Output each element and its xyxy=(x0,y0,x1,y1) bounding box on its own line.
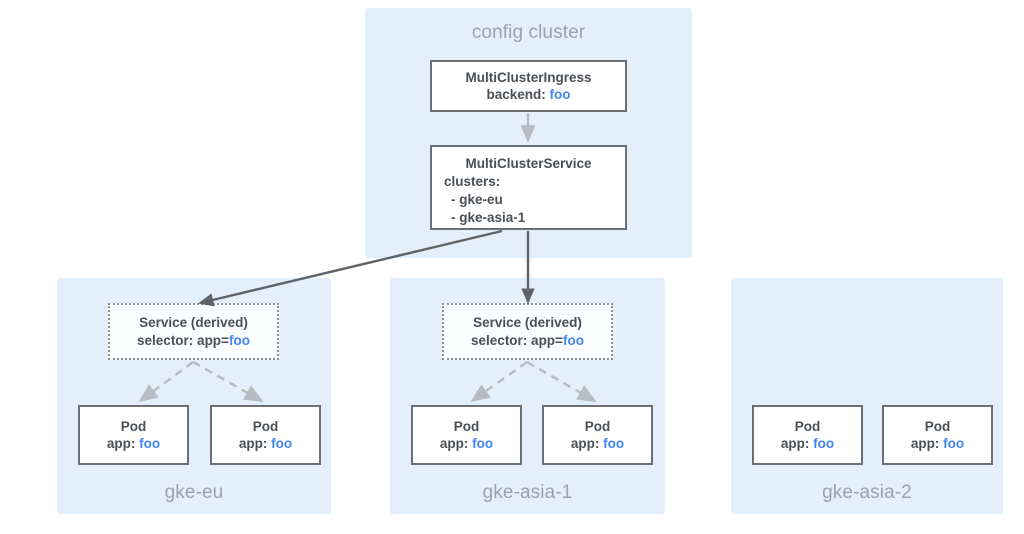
pod-app-key: app: xyxy=(238,436,272,451)
pod-box-gke-eu-1[interactable]: Pod app: foo xyxy=(210,405,321,465)
pod-app-value: foo xyxy=(603,436,625,451)
service-selector-value-gke-eu: foo xyxy=(228,332,250,348)
pod-box-gke-asia-2-1[interactable]: Pod app: foo xyxy=(882,405,993,465)
mcs-clusters-key: clusters: xyxy=(444,174,501,189)
mci-backend-line: backend: foo xyxy=(486,86,570,103)
pod-app-line: app: foo xyxy=(107,435,160,452)
derived-service-box-gke-asia-1[interactable]: Service (derived) selector: app=foo xyxy=(442,303,613,360)
mci-backend-key: backend: xyxy=(486,87,550,102)
pod-app-line: app: foo xyxy=(911,435,964,452)
service-kind-label-gke-asia-1: Service (derived) xyxy=(473,314,582,330)
pod-app-value: foo xyxy=(813,436,835,451)
service-kind-label-gke-eu: Service (derived) xyxy=(139,314,248,330)
pod-app-value: foo xyxy=(472,436,494,451)
pod-kind-label: Pod xyxy=(252,419,279,434)
pod-app-line: app: foo xyxy=(440,435,493,452)
panel-title-gke-asia-2: gke-asia-2 xyxy=(822,482,912,503)
pod-app-value: foo xyxy=(139,436,161,451)
pod-box-gke-asia-1-1[interactable]: Pod app: foo xyxy=(542,405,653,465)
mcs-kind-label: MultiClusterService xyxy=(465,156,592,171)
pod-app-key: app: xyxy=(570,436,604,451)
derived-service-box-gke-eu[interactable]: Service (derived) selector: app=foo xyxy=(108,303,279,360)
pod-kind-label: Pod xyxy=(794,419,821,434)
pod-app-key: app: xyxy=(439,436,473,451)
pod-app-line: app: foo xyxy=(781,435,834,452)
pod-kind-label: Pod xyxy=(120,419,147,434)
pod-app-line: app: foo xyxy=(239,435,292,452)
pod-box-gke-asia-1-0[interactable]: Pod app: foo xyxy=(411,405,522,465)
pod-box-gke-asia-2-0[interactable]: Pod app: foo xyxy=(752,405,863,465)
multiclusterservice-box[interactable]: MultiClusterService clusters: - gke-eu -… xyxy=(430,145,627,230)
panel-cluster-gke-asia-2: gke-asia-2 xyxy=(731,278,1003,514)
service-selector-key-gke-asia-1: selector: app= xyxy=(471,332,563,348)
service-selector-line-gke-eu: selector: app=foo xyxy=(137,332,250,350)
mci-kind-label: MultiClusterIngress xyxy=(465,70,592,85)
mci-backend-value: foo xyxy=(549,87,571,102)
pod-app-value: foo xyxy=(943,436,965,451)
pod-box-gke-eu-0[interactable]: Pod app: foo xyxy=(78,405,189,465)
pod-kind-label: Pod xyxy=(584,419,611,434)
pod-app-key: app: xyxy=(910,436,944,451)
service-selector-value-gke-asia-1: foo xyxy=(562,332,584,348)
multiclusteringress-box[interactable]: MultiClusterIngress backend: foo xyxy=(430,60,627,112)
pod-app-key: app: xyxy=(780,436,814,451)
panel-cluster-gke-asia-1: gke-asia-1 xyxy=(390,278,665,514)
mcs-cluster-item-1: - gke-asia-1 xyxy=(451,210,526,225)
mcs-cluster-item-0: - gke-eu xyxy=(451,192,503,207)
service-selector-key-gke-eu: selector: app= xyxy=(137,332,229,348)
panel-title-config-cluster: config cluster xyxy=(471,22,586,43)
panel-title-gke-eu: gke-eu xyxy=(164,482,224,503)
pod-kind-label: Pod xyxy=(453,419,480,434)
pod-app-value: foo xyxy=(271,436,293,451)
pod-kind-label: Pod xyxy=(924,419,951,434)
panel-title-gke-asia-1: gke-asia-1 xyxy=(482,482,573,503)
pod-app-key: app: xyxy=(106,436,140,451)
pod-app-line: app: foo xyxy=(571,435,624,452)
service-selector-line-gke-asia-1: selector: app=foo xyxy=(471,332,584,350)
